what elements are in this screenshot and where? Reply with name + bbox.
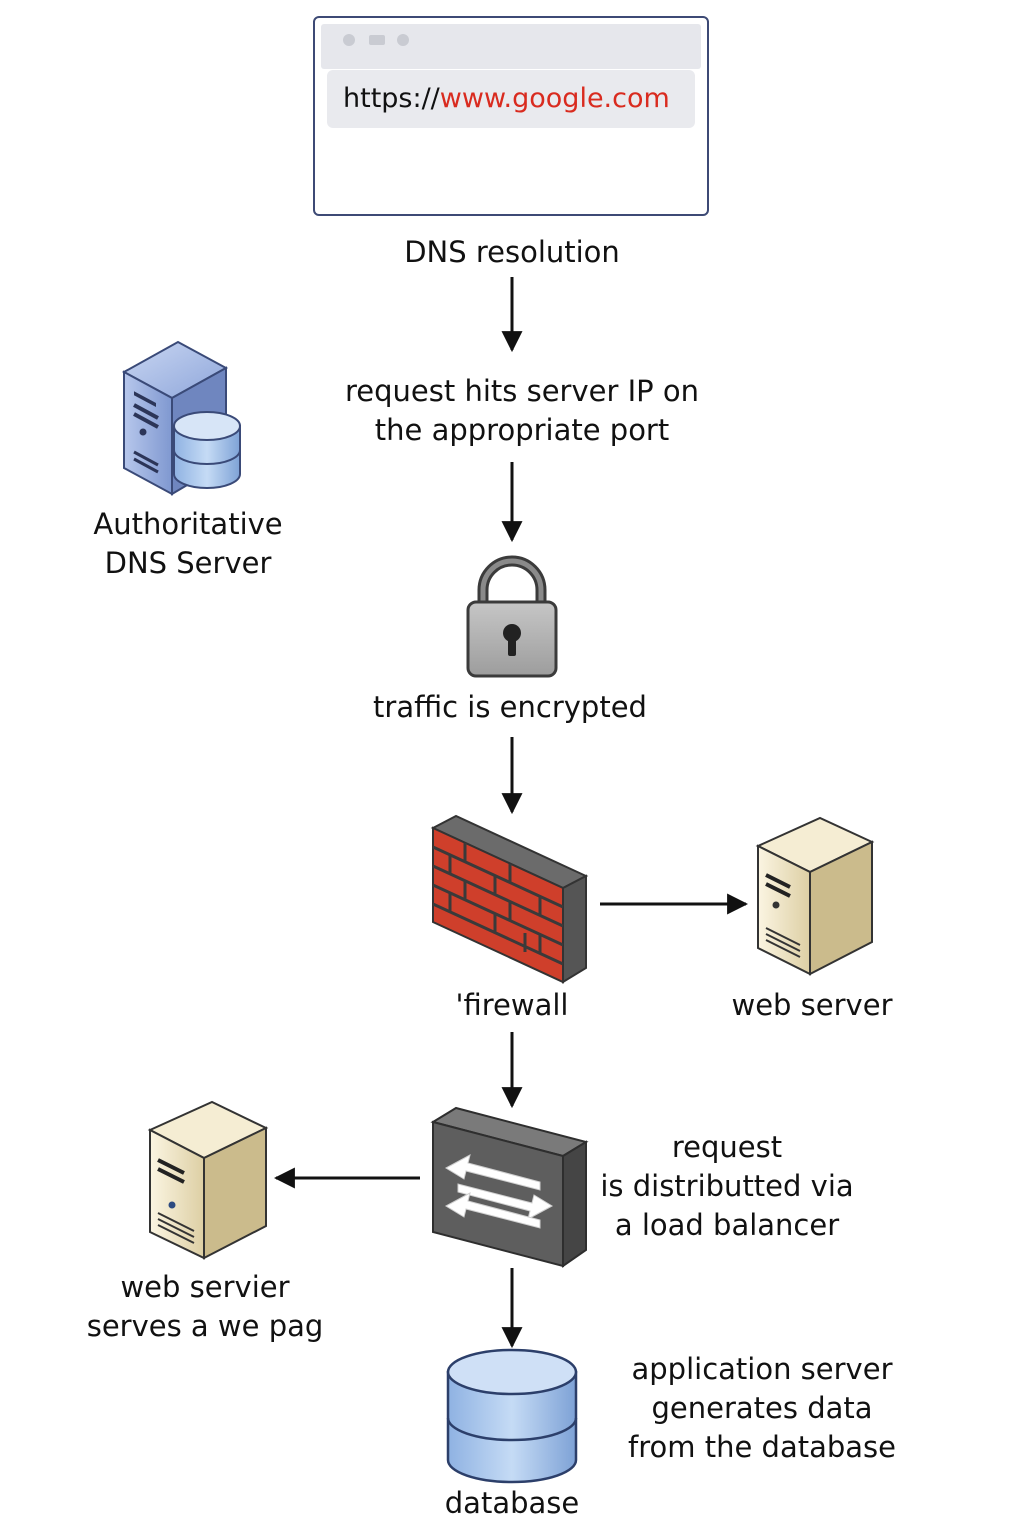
node-authoritative-dns-server: Authoritative DNS Server	[93, 507, 283, 580]
url-text: https://www.google.com	[343, 82, 670, 116]
flow-arrows	[273, 277, 749, 1349]
load-balancer-icon	[430, 1106, 589, 1268]
url-host: www.google.com	[439, 83, 670, 114]
window-dot-icon	[343, 34, 355, 46]
node-firewall-label: 'firewall	[455, 988, 569, 1022]
step-request-hits-server: request hits server IP on the appropriat…	[345, 374, 699, 447]
dns-server-icon	[121, 340, 241, 496]
window-dot-icon	[397, 34, 409, 46]
web-server-icon	[755, 816, 875, 976]
step-traffic-encrypted: traffic is encrypted	[373, 690, 647, 724]
firewall-icon	[430, 814, 589, 984]
step-application-server: application server generates data from t…	[628, 1352, 896, 1464]
step-load-balancer: request is distributted via a load balan…	[600, 1130, 854, 1242]
browser-titlebar	[321, 24, 701, 69]
browser-window-icon: https://www.google.com	[313, 16, 709, 216]
address-bar[interactable]: https://www.google.com	[327, 70, 695, 128]
node-database-label: database	[444, 1486, 580, 1520]
window-dot-icon	[369, 35, 385, 45]
web-server-left-icon	[147, 1100, 269, 1260]
database-icon	[446, 1348, 578, 1484]
lock-icon	[466, 555, 558, 678]
node-web-server-label: web server	[731, 988, 893, 1022]
step-dns-resolution: DNS resolution	[404, 235, 620, 269]
url-scheme: https://	[343, 83, 440, 114]
node-web-server-serves-page: web servier serves a we pag	[86, 1270, 324, 1343]
